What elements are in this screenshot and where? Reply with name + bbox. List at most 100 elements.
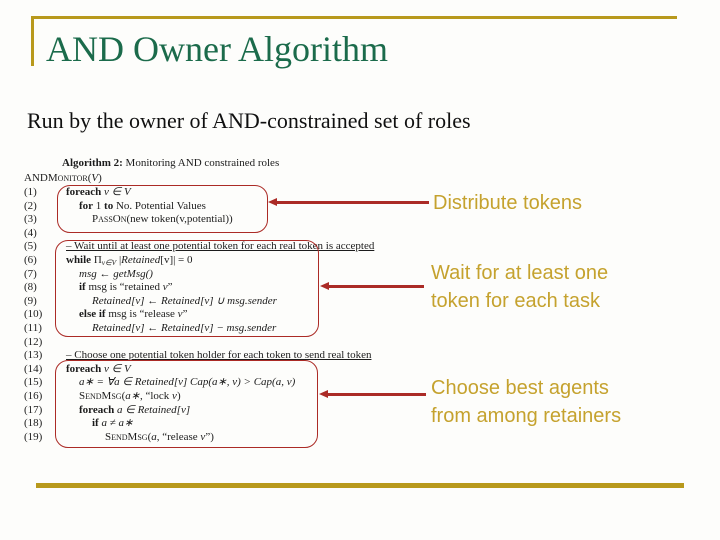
code-segment: V: [91, 172, 99, 184]
line-number: (7): [24, 267, 37, 280]
line-code: SendMsg(a∗, “lock v): [66, 390, 440, 404]
algorithm-line: (11) Retained[v] ← Retained[v] − msg.send…: [24, 322, 440, 336]
code-segment: |: [116, 253, 122, 266]
line-code: SendMsg(a, “release v”): [66, 431, 440, 445]
code-segment: No. Potential Values: [113, 199, 206, 212]
code-segment: 1: [93, 199, 105, 212]
line-code: foreach a ∈ Retained[v]: [66, 404, 440, 418]
arrow-head-icon: [320, 282, 329, 290]
code-segment: a ∈ Retained[v]: [116, 403, 191, 416]
line-number: (9): [24, 294, 37, 307]
line-number: (16): [24, 389, 43, 402]
line-code: Retained[v] ← Retained[v] ∪ msg.sender: [66, 295, 440, 309]
line-number: (11): [24, 321, 42, 334]
line-code: a∗ = ∀a ∈ Retained[v] Cap(a∗, v) > Cap(a…: [66, 376, 440, 390]
code-segment: ): [98, 172, 102, 184]
code-segment: v ∈ V: [103, 186, 131, 198]
code-segment: while: [66, 253, 92, 266]
code-segment: else if: [79, 308, 106, 321]
slide-subtitle: Run by the owner of AND-constrained set …: [27, 108, 471, 133]
line-code: [66, 336, 440, 350]
line-code: msg ← getMsg(): [66, 268, 440, 282]
algorithm-line: (4): [24, 227, 440, 241]
line-code: – Wait until at least one potential toke…: [66, 240, 440, 254]
algorithm-line: (9) Retained[v] ← Retained[v] ∪ msg.sende…: [24, 295, 440, 309]
code-segment: v: [177, 308, 183, 321]
annotation-box-wait: [55, 240, 319, 337]
algorithm-line: (3) PassOn(new token(v,potential)): [24, 213, 440, 227]
line-number: (2): [24, 199, 37, 212]
annotation-box-distribute: [57, 185, 268, 233]
line-number: (4): [24, 226, 37, 239]
code-segment: , “lock: [139, 389, 173, 402]
algorithm-line: (10)else if msg is “release v”: [24, 308, 440, 322]
callout-wait-tokens: Wait for at least one token for each tas…: [431, 262, 609, 312]
footer-rule: [36, 483, 684, 488]
code-segment: v: [162, 281, 168, 294]
code-segment: SendMsg: [105, 430, 148, 443]
code-segment: Retained[v] ← Retained[v] − msg.sender: [92, 321, 277, 334]
algorithm-line: (5)– Wait until at least one potential t…: [24, 240, 440, 254]
algorithm-line: (19) SendMsg(a, “release v”): [24, 431, 440, 445]
code-segment: for: [79, 199, 94, 212]
line-code: foreach v ∈ V: [66, 363, 440, 377]
line-number: (12): [24, 335, 43, 348]
line-number: (1): [24, 186, 37, 198]
algorithm-line: (16) SendMsg(a∗, “lock v): [24, 390, 440, 404]
line-number: (15): [24, 376, 43, 389]
code-segment: v: [172, 389, 177, 402]
line-number: (13): [24, 349, 43, 362]
line-code: foreach v ∈ V: [66, 186, 440, 200]
annotation-arrow-wait: [320, 282, 424, 291]
code-segment: ANDMonitor: [24, 172, 88, 184]
algorithm-figure: Algorithm 2: Monitoring AND constrained …: [24, 157, 440, 444]
code-segment: ”: [182, 308, 188, 321]
code-segment: msg is “retained: [85, 281, 163, 294]
line-code: – Choose one potential token holder for …: [66, 349, 440, 363]
callout-choose-agents: Choose best agents from among retainers: [431, 377, 622, 427]
code-segment: [v]| = 0: [160, 253, 193, 266]
code-segment: Retained: [121, 253, 161, 266]
annotation-arrow-distribute: [268, 198, 429, 207]
code-segment: Π: [91, 253, 102, 266]
line-code: for 1 to No. Potential Values: [66, 200, 440, 214]
line-code: else if msg is “release v”: [66, 308, 440, 322]
page-title: AND Owner Algorithm: [46, 29, 388, 69]
code-segment: v∈V: [101, 257, 117, 267]
code-segment: a: [151, 430, 157, 443]
code-segment: a∗: [125, 389, 140, 402]
code-segment: (new token(v,potential)): [126, 213, 233, 226]
algorithm-line: (2) for 1 to No. Potential Values: [24, 200, 440, 214]
line-number: (17): [24, 403, 43, 416]
code-segment: v ∈ V: [103, 362, 131, 375]
algorithm-caption-title: Monitoring AND constrained roles: [122, 157, 280, 169]
code-segment: (: [147, 430, 152, 443]
header-rule: [31, 16, 677, 19]
line-number: (3): [24, 213, 37, 226]
algorithm-signature: ANDMonitor(V): [24, 172, 440, 186]
code-segment: foreach: [79, 403, 115, 416]
line-number: (19): [24, 430, 43, 443]
code-segment: SendMsg: [79, 389, 122, 402]
header-accent-bar: [31, 16, 34, 66]
line-number: (14): [24, 362, 43, 375]
line-code: Retained[v] ← Retained[v] − msg.sender: [66, 322, 440, 336]
arrow-head-icon: [268, 198, 277, 206]
code-segment: if: [79, 281, 86, 294]
line-code: PassOn(new token(v,potential)): [66, 213, 440, 227]
algorithm-caption-number: Algorithm 2:: [62, 157, 123, 169]
algorithm-line: (17) foreach a ∈ Retained[v]: [24, 404, 440, 418]
line-number: (6): [24, 253, 37, 266]
code-segment: foreach: [66, 186, 102, 198]
annotation-arrow-choose: [319, 390, 426, 399]
line-number: (18): [24, 417, 43, 430]
code-segment: to: [104, 199, 114, 212]
code-segment: (: [121, 389, 126, 402]
algorithm-line: (7) msg ← getMsg(): [24, 268, 440, 282]
arrow-head-icon: [319, 390, 328, 398]
code-segment: Retained[v] ← Retained[v] ∪ msg.sender: [92, 294, 277, 307]
code-segment: – Wait until at least one potential toke…: [66, 240, 375, 253]
algorithm-line: (1) foreach v ∈ V: [24, 186, 440, 200]
code-segment: a ≠ a∗: [101, 417, 134, 430]
